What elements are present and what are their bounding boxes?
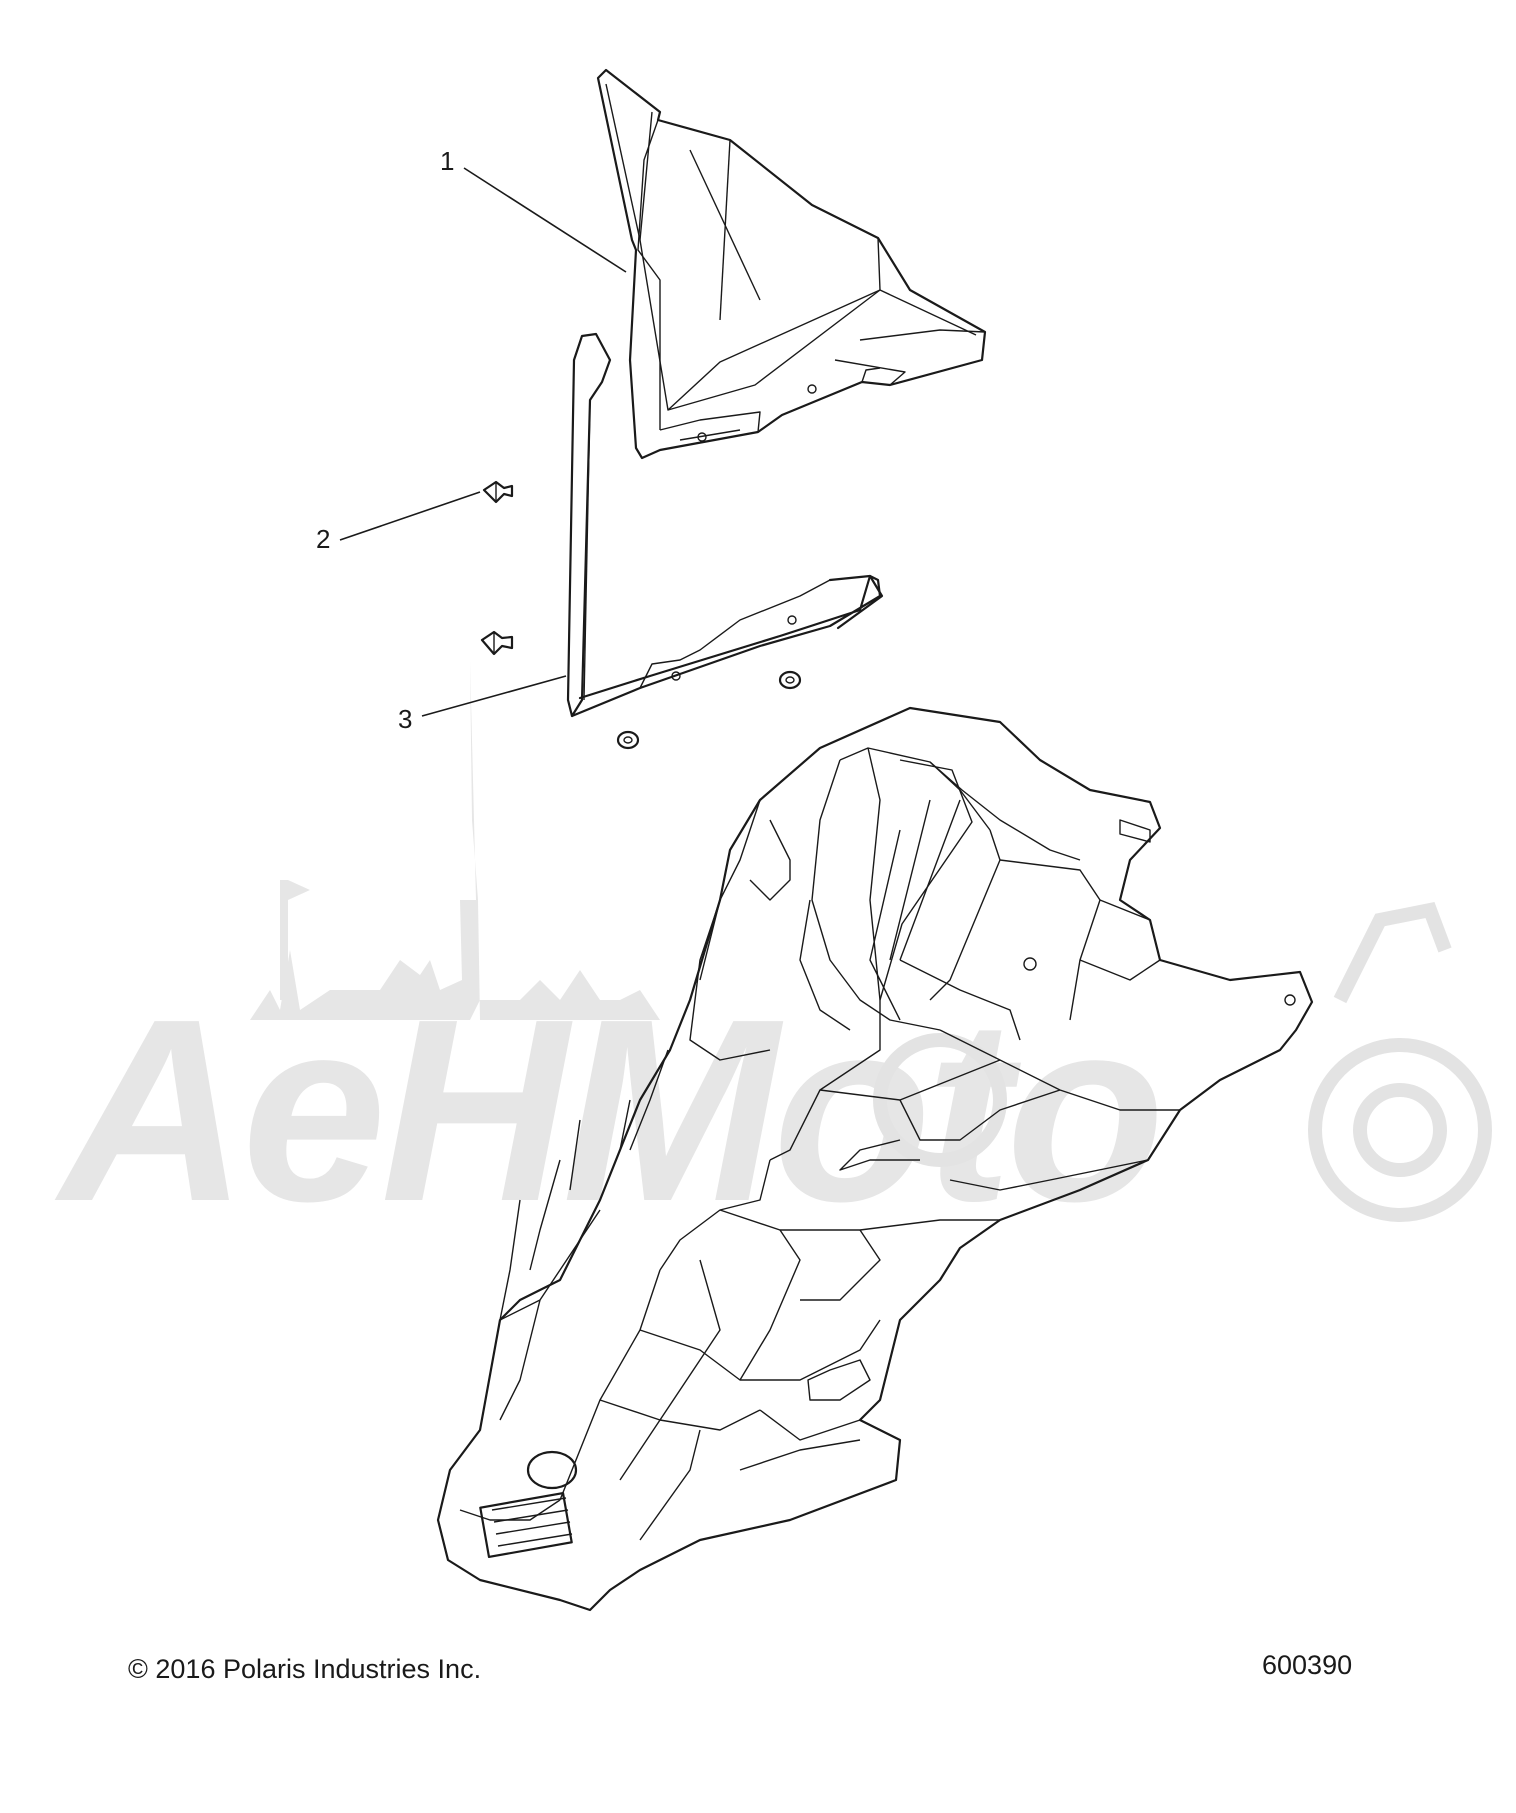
leader-line-2 xyxy=(339,491,481,541)
leader-lines xyxy=(339,167,627,717)
part-3-trim-bracket xyxy=(566,332,884,718)
diagram-number: 600390 xyxy=(1262,1650,1352,1680)
callout-label-1: 1 xyxy=(440,146,454,176)
watermark-text: AeHMoto xyxy=(52,966,1161,1256)
part-2-push-rivet-upper xyxy=(482,480,514,504)
copyright-text: © 2016 Polaris Industries Inc. xyxy=(128,1654,481,1684)
callout-label-2: 2 xyxy=(316,524,330,554)
part-2-push-rivet-lower xyxy=(480,630,514,656)
watermark-skyline xyxy=(250,660,660,1020)
watermark-motorcycle xyxy=(873,901,1492,1222)
leader-line-3 xyxy=(421,675,567,717)
leader-line-1 xyxy=(463,167,627,273)
part-1-upper-panel xyxy=(596,68,987,460)
main-hood-panel xyxy=(436,706,1314,1612)
watermark-logo: AeHMoto xyxy=(52,660,1492,1256)
nut-left xyxy=(616,730,640,750)
callout-label-3: 3 xyxy=(398,704,412,734)
callout-labels: 1 2 3 xyxy=(316,146,454,734)
nut-right xyxy=(778,670,802,690)
